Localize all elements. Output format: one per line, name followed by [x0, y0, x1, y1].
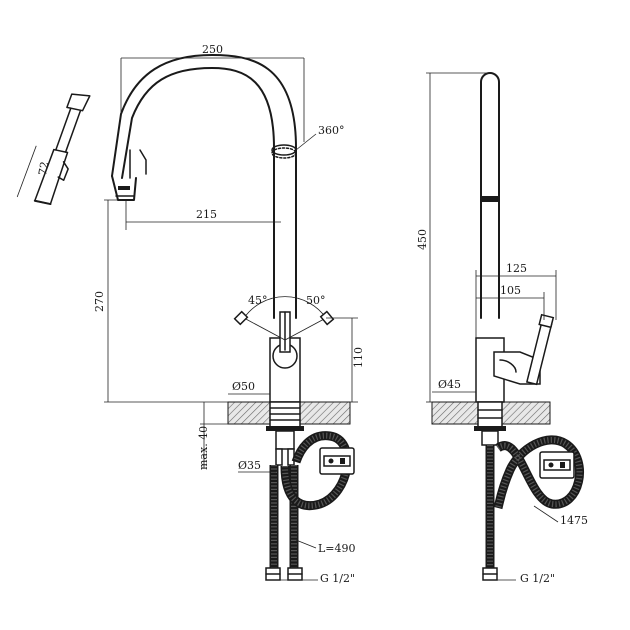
- shank-side: [474, 401, 506, 446]
- hose-length-label: L=490: [318, 542, 356, 555]
- lever-angle-left-label: 45°: [248, 294, 268, 307]
- total-height-label: 270: [93, 291, 106, 312]
- handle-reach-label: 125: [506, 262, 527, 275]
- pullout-hose-side: [493, 435, 584, 510]
- pullout-hose-length-label: 1475: [560, 514, 588, 527]
- spout-side: [480, 72, 500, 319]
- faucet-body-front: [269, 311, 301, 403]
- supply-hose-side: [482, 445, 498, 581]
- dimension-lines-side: [426, 72, 559, 581]
- spray-head-front: [111, 149, 147, 201]
- pullout-hose-front: [280, 431, 355, 511]
- side-view: 450 125 105 Ø45 1475 G 1/2": [416, 72, 588, 585]
- spray-head-length-label: 72: [36, 160, 51, 176]
- front-view: 250 215 360° 45° 50° 270 110 Ø50 max. 40…: [93, 43, 365, 585]
- spout-reach-label: 215: [196, 208, 217, 221]
- spout-front: [111, 54, 297, 319]
- side-base-diameter-label: Ø45: [438, 378, 461, 391]
- thread-front-label: G 1/2": [320, 572, 355, 585]
- lever-angle-right-label: 50°: [306, 294, 326, 307]
- base-diameter-label: Ø50: [232, 380, 255, 393]
- spout-width-label: 250: [202, 43, 223, 56]
- swivel-angle-label: 360°: [318, 124, 345, 137]
- dimension-lines-front: [104, 57, 358, 581]
- side-height-label: 450: [416, 229, 429, 250]
- handle-height-label: 110: [352, 347, 365, 368]
- spray-head-detail: [16, 93, 91, 206]
- shank-diameter-label: Ø35: [238, 459, 261, 472]
- counter-thickness-label: max. 40: [197, 426, 210, 470]
- handle-offset-label: 105: [500, 284, 521, 297]
- shank-front: [266, 401, 304, 466]
- thread-side-label: G 1/2": [520, 572, 555, 585]
- supply-hoses-front: [265, 465, 303, 581]
- faucet-body-side: [475, 313, 555, 403]
